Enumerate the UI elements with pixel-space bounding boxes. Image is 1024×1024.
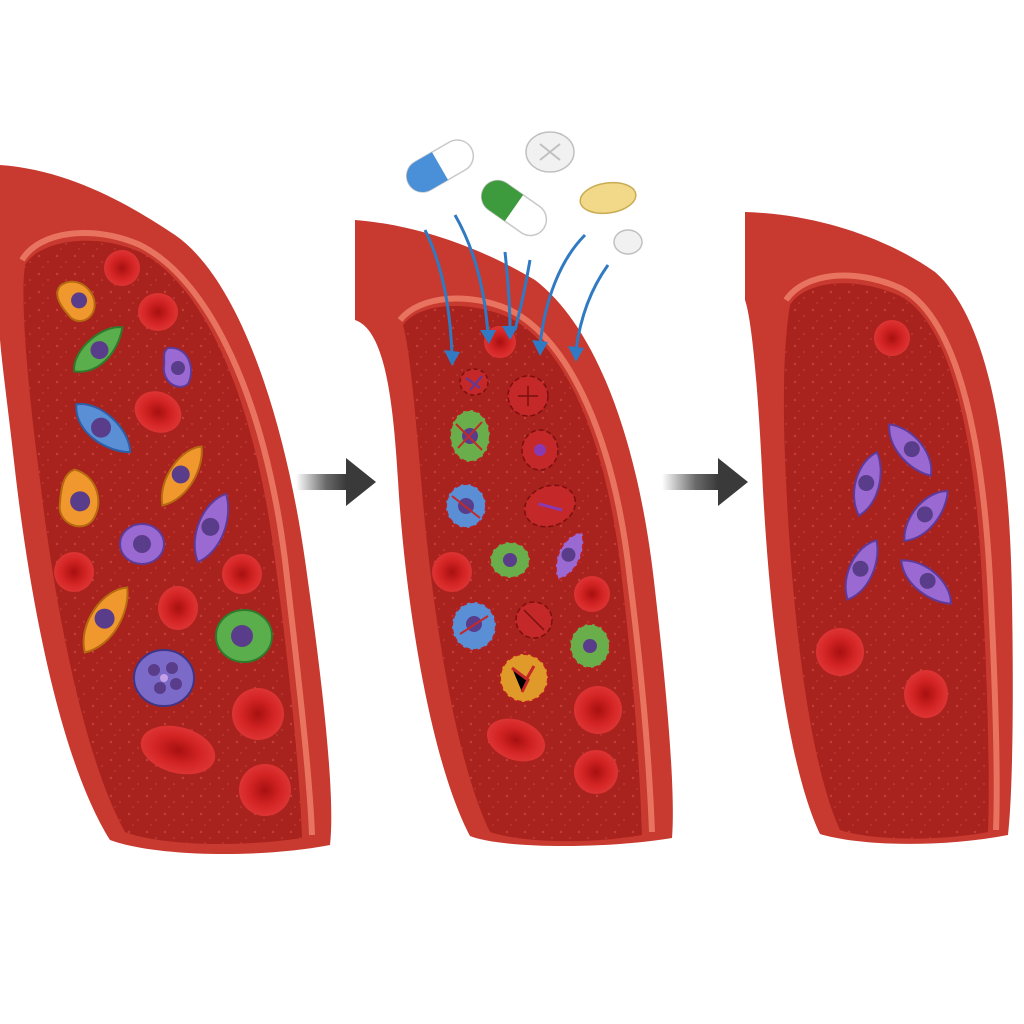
red-blood-cell (232, 688, 284, 740)
parasite-group (56, 280, 273, 707)
drug-arrow-head-icon (568, 346, 584, 362)
red-blood-cell (816, 628, 864, 676)
red-blood-cell (904, 670, 948, 718)
rbc-group (816, 320, 948, 718)
drug-arrow-head-icon (480, 330, 496, 344)
parasite-orange (56, 280, 96, 323)
red-blood-cell (104, 250, 140, 286)
red-blood-cell (239, 764, 291, 816)
red-blood-cell (134, 391, 182, 433)
vessel-rim (397, 295, 655, 833)
parasite-blue (75, 403, 132, 454)
red-blood-cell (140, 725, 216, 775)
parasite-purple (899, 559, 952, 605)
green-capsule-icon (480, 179, 548, 237)
drug-group (405, 131, 643, 255)
drug-arrow-group (423, 214, 610, 366)
parasite-purple (903, 490, 949, 543)
parasite-purple (119, 523, 165, 565)
red-blood-cell (574, 750, 618, 794)
red-blood-cell (574, 686, 622, 734)
yellow-tablet-icon (579, 181, 637, 215)
parasite-purple (162, 346, 193, 388)
damaged-parasite-purple (554, 531, 585, 582)
parasite-orange (58, 468, 100, 528)
damaged-parasite-green (489, 541, 531, 579)
parasite-orange (160, 445, 203, 507)
drug-arrow-icon (423, 229, 454, 356)
damaged-cell-group (445, 368, 611, 703)
damaged-parasite-green (569, 623, 611, 669)
step-arrow-icon (296, 458, 376, 506)
damaged-cell (515, 601, 553, 639)
damaged-parasite-blue (445, 483, 487, 529)
damaged-cell (507, 375, 549, 417)
drug-arrow-icon (538, 233, 587, 346)
red-blood-cell (222, 554, 262, 594)
drug-arrow-icon (513, 259, 532, 331)
damaged-parasite-blue (451, 601, 497, 651)
remaining-parasite-group (844, 423, 952, 605)
red-blood-cell (158, 586, 198, 630)
step-arrow-icon (662, 458, 748, 506)
damaged-parasite-orange (499, 653, 549, 703)
damaged-cell (521, 429, 559, 471)
damaged-parasite-green (449, 409, 491, 463)
treatment-vessel (355, 131, 673, 847)
damaged-cell (459, 368, 489, 396)
parasite-purple (193, 492, 230, 564)
cleared-vessel (745, 212, 1013, 844)
white-tablet-icon (525, 131, 575, 173)
white-pill-icon (613, 229, 643, 255)
red-blood-cell (574, 576, 610, 612)
parasite-purple (888, 423, 933, 477)
parasite-green (73, 326, 124, 373)
parasite-orange (82, 586, 129, 654)
damaged-cell (523, 484, 577, 528)
parasite-purple-schizont (133, 649, 195, 707)
red-blood-cell (432, 552, 472, 592)
red-blood-cell (874, 320, 910, 356)
blue-capsule-icon (405, 139, 475, 193)
vessel-rim (19, 230, 315, 836)
drug-arrow-head-icon (444, 350, 460, 366)
red-blood-cell (138, 293, 178, 331)
parasite-purple (853, 450, 882, 518)
drug-arrow-icon (453, 214, 490, 336)
rbc-group (54, 250, 291, 816)
parasite-green (215, 609, 273, 663)
drug-arrow-icon (503, 251, 512, 331)
vessel-rim (783, 272, 1000, 831)
red-blood-cell (486, 718, 546, 762)
parasite-purple (844, 539, 879, 601)
infected-vessel (0, 165, 332, 855)
rbc-group (432, 326, 622, 794)
drug-arrow-head-icon (532, 340, 548, 356)
drug-arrow-icon (574, 264, 610, 351)
red-blood-cell (54, 552, 94, 592)
